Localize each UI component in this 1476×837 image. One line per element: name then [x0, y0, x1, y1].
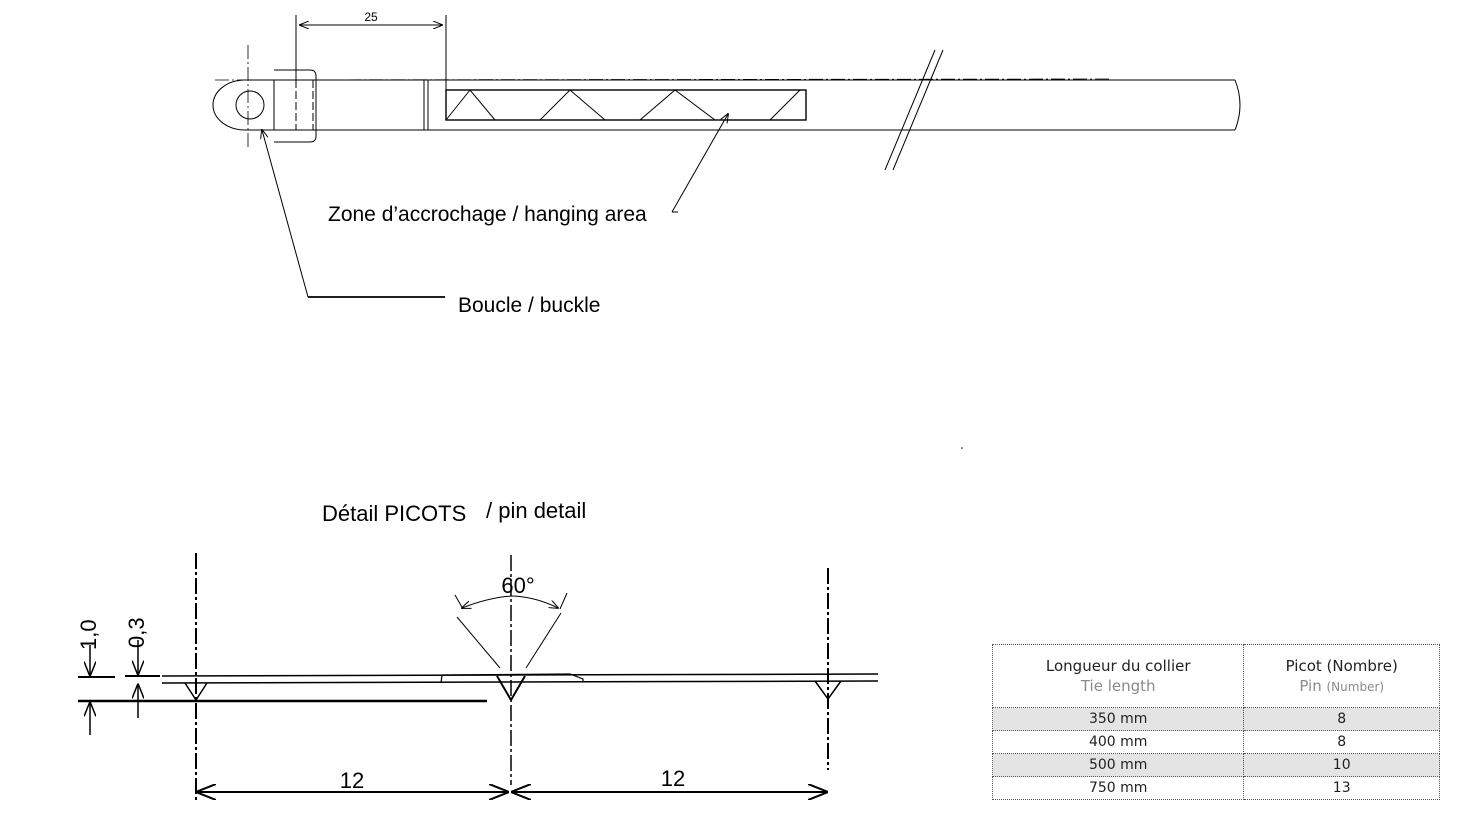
spacing-left-dimension: 12: [340, 768, 364, 793]
pin-detail-title-en: / pin detail: [486, 498, 586, 523]
spacing-right-dimension: 12: [661, 766, 685, 791]
pin-height-dimension: 0,3: [124, 617, 149, 648]
angle-60-label: 60°: [501, 573, 534, 598]
pin-detail-section: [78, 553, 879, 800]
thickness-dimension: 1,0: [76, 619, 101, 650]
buckle-label: Boucle / buckle: [458, 294, 600, 317]
dimension-25: 25: [364, 10, 378, 24]
hanging-area-label: Zone d’accrochage / hanging area: [328, 203, 647, 226]
header-pin-count: Picot (Nombre)Pin (Number): [1243, 644, 1440, 708]
cable-tie-top-view: [212, 15, 1241, 298]
pin-detail-title: Détail PICOTS: [322, 501, 466, 526]
